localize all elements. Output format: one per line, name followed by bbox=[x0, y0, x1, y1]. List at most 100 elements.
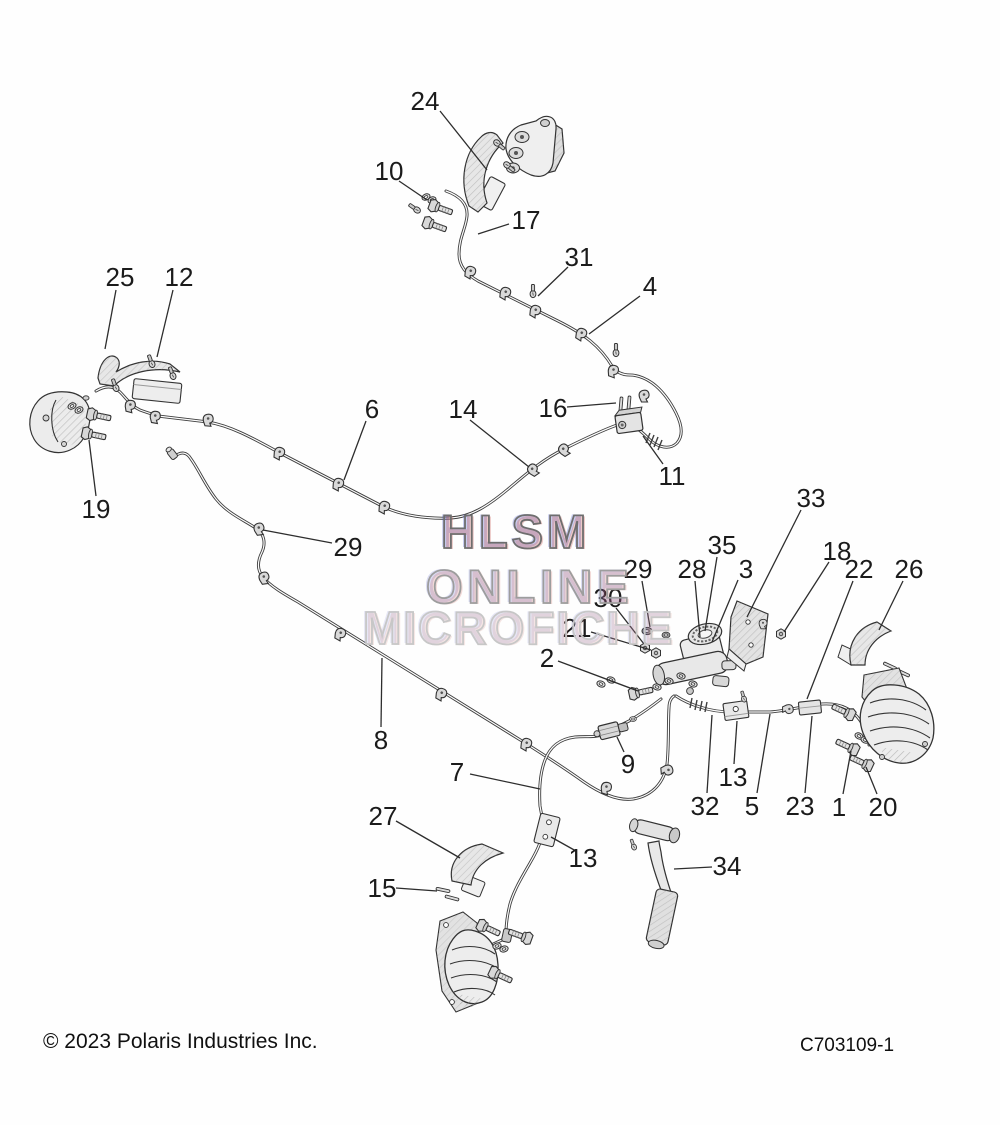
leader-line-26 bbox=[878, 580, 904, 631]
callout-12: 12 bbox=[165, 262, 194, 292]
callout-29: 29 bbox=[624, 554, 653, 584]
leader-line-29 bbox=[262, 529, 333, 544]
callout-21: 21 bbox=[563, 613, 592, 643]
leader-line-20 bbox=[865, 766, 878, 795]
pin-16a bbox=[618, 396, 624, 412]
callout-10: 10 bbox=[375, 156, 404, 186]
callout-34: 34 bbox=[713, 851, 742, 881]
brake-line-long-diagonal bbox=[172, 451, 676, 801]
bracket-13-mid bbox=[722, 700, 750, 721]
callout-32: 32 bbox=[691, 791, 720, 821]
pin-15b bbox=[444, 894, 460, 902]
shield-25 bbox=[97, 355, 183, 404]
leader-line-15 bbox=[395, 887, 438, 892]
leader-line-30 bbox=[615, 607, 645, 645]
leader-line-11 bbox=[642, 435, 664, 465]
leader-line-12 bbox=[156, 289, 174, 358]
callout-14: 14 bbox=[449, 394, 478, 424]
callout-30: 30 bbox=[594, 583, 623, 613]
coil-wrap-hose bbox=[689, 697, 708, 713]
leader-line-22 bbox=[806, 580, 854, 700]
callout-15: 15 bbox=[368, 873, 397, 903]
leader-line-5 bbox=[756, 713, 771, 794]
copyright-text: © 2023 Polaris Industries Inc. bbox=[43, 1030, 318, 1053]
shield-27 bbox=[450, 843, 505, 898]
leader-line-2 bbox=[557, 660, 639, 692]
bottom-caliper-fasteners bbox=[474, 917, 535, 988]
leader-line-16 bbox=[566, 402, 617, 408]
leader-line-7 bbox=[469, 773, 541, 790]
callout-33: 33 bbox=[797, 483, 826, 513]
leader-line-4 bbox=[588, 295, 641, 335]
nut-18 bbox=[776, 628, 786, 640]
callout-5: 5 bbox=[745, 791, 759, 821]
hose-end-fitting bbox=[165, 446, 178, 460]
callout-18: 18 bbox=[823, 536, 852, 566]
leader-line-32 bbox=[706, 714, 713, 794]
left-fasteners bbox=[66, 353, 178, 445]
callout-13: 13 bbox=[719, 762, 748, 792]
leader-line-27 bbox=[395, 820, 461, 859]
leader-line-29 bbox=[641, 580, 651, 628]
callout-31: 31 bbox=[565, 242, 594, 272]
front-left-caliper bbox=[29, 391, 91, 454]
callout-6: 6 bbox=[365, 394, 379, 424]
mount-plate-33 bbox=[726, 600, 769, 672]
bracket-23 bbox=[797, 699, 822, 716]
callout-25: 25 bbox=[106, 262, 135, 292]
leader-line-28 bbox=[694, 580, 701, 638]
pin-15a bbox=[435, 886, 451, 894]
callout-1: 1 bbox=[832, 792, 846, 822]
callout-19: 19 bbox=[82, 494, 111, 524]
leader-line-1 bbox=[842, 750, 852, 795]
shield-26 bbox=[837, 621, 893, 666]
callout-20: 20 bbox=[869, 792, 898, 822]
line4-clips bbox=[462, 263, 650, 403]
callout-28: 28 bbox=[678, 554, 707, 584]
callout-13: 13 bbox=[569, 843, 598, 873]
callout-16: 16 bbox=[539, 393, 568, 423]
leader-line-3 bbox=[711, 579, 739, 643]
callout-8: 8 bbox=[374, 725, 388, 755]
callout-7: 7 bbox=[450, 757, 464, 787]
callout-17: 17 bbox=[512, 205, 541, 235]
leader-line-9 bbox=[616, 736, 625, 753]
leader-line-33 bbox=[746, 509, 802, 618]
bracket-13-lower bbox=[533, 812, 561, 848]
leader-line-31 bbox=[537, 266, 569, 297]
callout-2: 2 bbox=[540, 643, 554, 673]
leader-line-24 bbox=[439, 110, 488, 171]
callout-11: 11 bbox=[659, 461, 686, 491]
brake-pedal-34 bbox=[628, 818, 681, 950]
leader-line-21 bbox=[590, 631, 652, 651]
line8-clips bbox=[252, 521, 674, 796]
callout-9: 9 bbox=[621, 749, 635, 779]
line5-clip bbox=[781, 703, 794, 715]
leader-line-35 bbox=[704, 556, 718, 632]
callout-23: 23 bbox=[786, 791, 815, 821]
callout-22: 22 bbox=[845, 554, 874, 584]
pressure-switch-9 bbox=[593, 721, 629, 741]
part-code: C703109-1 bbox=[800, 1035, 895, 1056]
callout-27: 27 bbox=[369, 801, 398, 831]
leader-line-17 bbox=[477, 223, 510, 235]
leader-line-19 bbox=[88, 439, 97, 497]
rear-right-caliper-lower bbox=[859, 667, 935, 764]
callout-29: 29 bbox=[334, 532, 363, 562]
leader-line-10 bbox=[398, 180, 428, 201]
callout-4: 4 bbox=[643, 271, 657, 301]
callout-35: 35 bbox=[708, 530, 737, 560]
leader-line-13 bbox=[733, 720, 738, 765]
leader-line-34 bbox=[673, 866, 713, 870]
callout-24: 24 bbox=[411, 86, 440, 116]
callout-26: 26 bbox=[895, 554, 924, 584]
junction-block-11 bbox=[613, 406, 644, 435]
leader-line-8 bbox=[380, 657, 383, 728]
leader-line-14 bbox=[469, 419, 530, 468]
pin-16b bbox=[626, 395, 632, 411]
leader-line-18 bbox=[783, 561, 830, 633]
leader-line-25 bbox=[104, 289, 117, 350]
